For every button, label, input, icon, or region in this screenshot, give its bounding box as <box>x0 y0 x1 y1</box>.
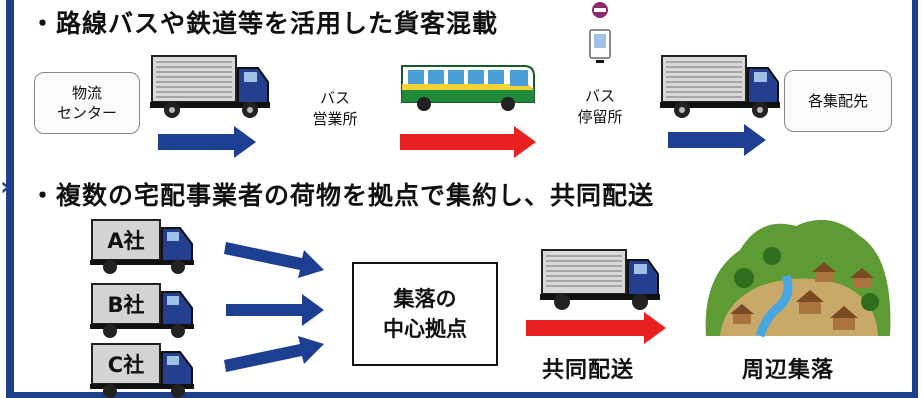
arrow-right-icon <box>224 242 324 278</box>
company-label-a: A社 <box>107 229 144 253</box>
arrow-right-icon <box>224 336 324 372</box>
frame-left-border <box>6 0 14 398</box>
arrow-right-icon <box>668 124 766 156</box>
village-label: 周辺集落 <box>742 358 835 383</box>
frame-bottom-border <box>6 392 918 398</box>
truck-icon: B社 <box>90 283 194 338</box>
company-label-c: C社 <box>108 353 144 377</box>
bus-office-label: バス 営業所 <box>312 89 358 128</box>
joint-delivery-label: 共同配送 <box>542 358 635 383</box>
truck-icon: A社 <box>90 219 194 274</box>
origin-logistics-center-box: 物流 センター <box>34 72 140 134</box>
company-label-b: B社 <box>107 293 144 317</box>
arrow-right-icon <box>226 294 324 326</box>
converging-arrows <box>224 242 324 372</box>
frame-right-border <box>912 0 918 398</box>
bus-icon <box>401 65 535 111</box>
bus-stop-label: バス 停留所 <box>577 87 623 126</box>
truck-icon <box>540 249 660 310</box>
arrow-right-icon <box>158 126 256 158</box>
arrow-right-icon <box>526 312 666 344</box>
hub-box: 集落の 中心拠点 <box>352 262 498 366</box>
chevron-right-icon: › <box>0 172 11 202</box>
section1-heading: ・路線バスや鉄道等を活用した貨客混載 <box>30 9 499 38</box>
destination-box: 各集配先 <box>784 70 892 132</box>
truck-icon <box>150 55 270 118</box>
village-icon <box>705 219 891 338</box>
truck-icon: C社 <box>90 343 194 398</box>
section2-heading: ・複数の宅配事業者の荷物を拠点で集約し、共同配送 <box>30 181 655 210</box>
truck-icon <box>660 55 780 118</box>
bus-stop-icon <box>589 2 611 63</box>
arrow-right-icon <box>400 126 536 158</box>
